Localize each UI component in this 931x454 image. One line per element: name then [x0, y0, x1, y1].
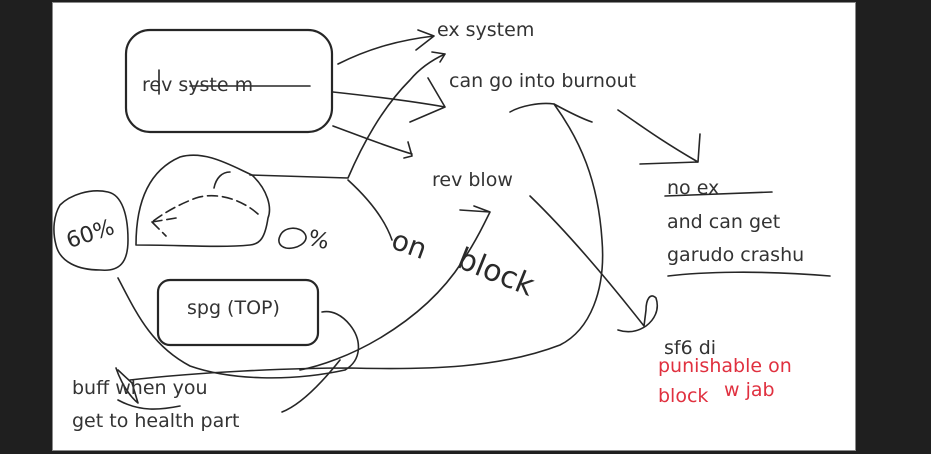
and-can-get-label: and can get [667, 211, 781, 233]
buff-label-line2: get to health part [72, 410, 240, 432]
rev-blow-label: rev blow [432, 169, 513, 191]
spg-label: spg (TOP) [187, 297, 280, 319]
rev-system-box [124, 28, 334, 134]
line-blob-to-ex [249, 51, 446, 179]
rev-system-label: rev syste m [142, 74, 254, 96]
inner-curve [213, 171, 231, 189]
arrow-to-burnout [332, 77, 446, 123]
burnout-down-curve [129, 102, 604, 381]
middle-blob [135, 154, 271, 248]
sixty-percent-blob [53, 190, 129, 271]
no-ex-underline [664, 191, 773, 197]
punishable-label-line2: block [658, 385, 709, 407]
buff-arrow-scribble [115, 367, 181, 410]
punishable-label-line1: punishable on [658, 355, 792, 377]
whiteboard-canvas[interactable] [52, 2, 856, 451]
no-ex-label: no ex [667, 177, 720, 199]
arrow-rev-blow-to-sf6 [529, 195, 659, 333]
dashed-arrow-left [151, 194, 259, 237]
arrow-burnout-to-no-ex [617, 109, 701, 165]
on-block-loop [299, 179, 491, 371]
arrow-to-rev-blow [332, 125, 413, 159]
burnout-label: can go into burnout [449, 70, 637, 92]
buff-label-line1: buff when you [72, 377, 208, 399]
sixty-to-spg-curve [117, 277, 360, 379]
garudo-underline [667, 271, 831, 277]
sf6-di-label: sf6 di [664, 337, 717, 359]
buff-to-spg-curve [281, 359, 341, 413]
zero-percent-loop [278, 227, 307, 250]
w-jab-label: w jab [724, 379, 775, 401]
ex-system-label: ex system [437, 19, 535, 41]
garudo-crashu-label: garudo crashu [667, 244, 805, 266]
arrow-to-ex-system [337, 29, 435, 65]
spg-box [156, 278, 320, 347]
